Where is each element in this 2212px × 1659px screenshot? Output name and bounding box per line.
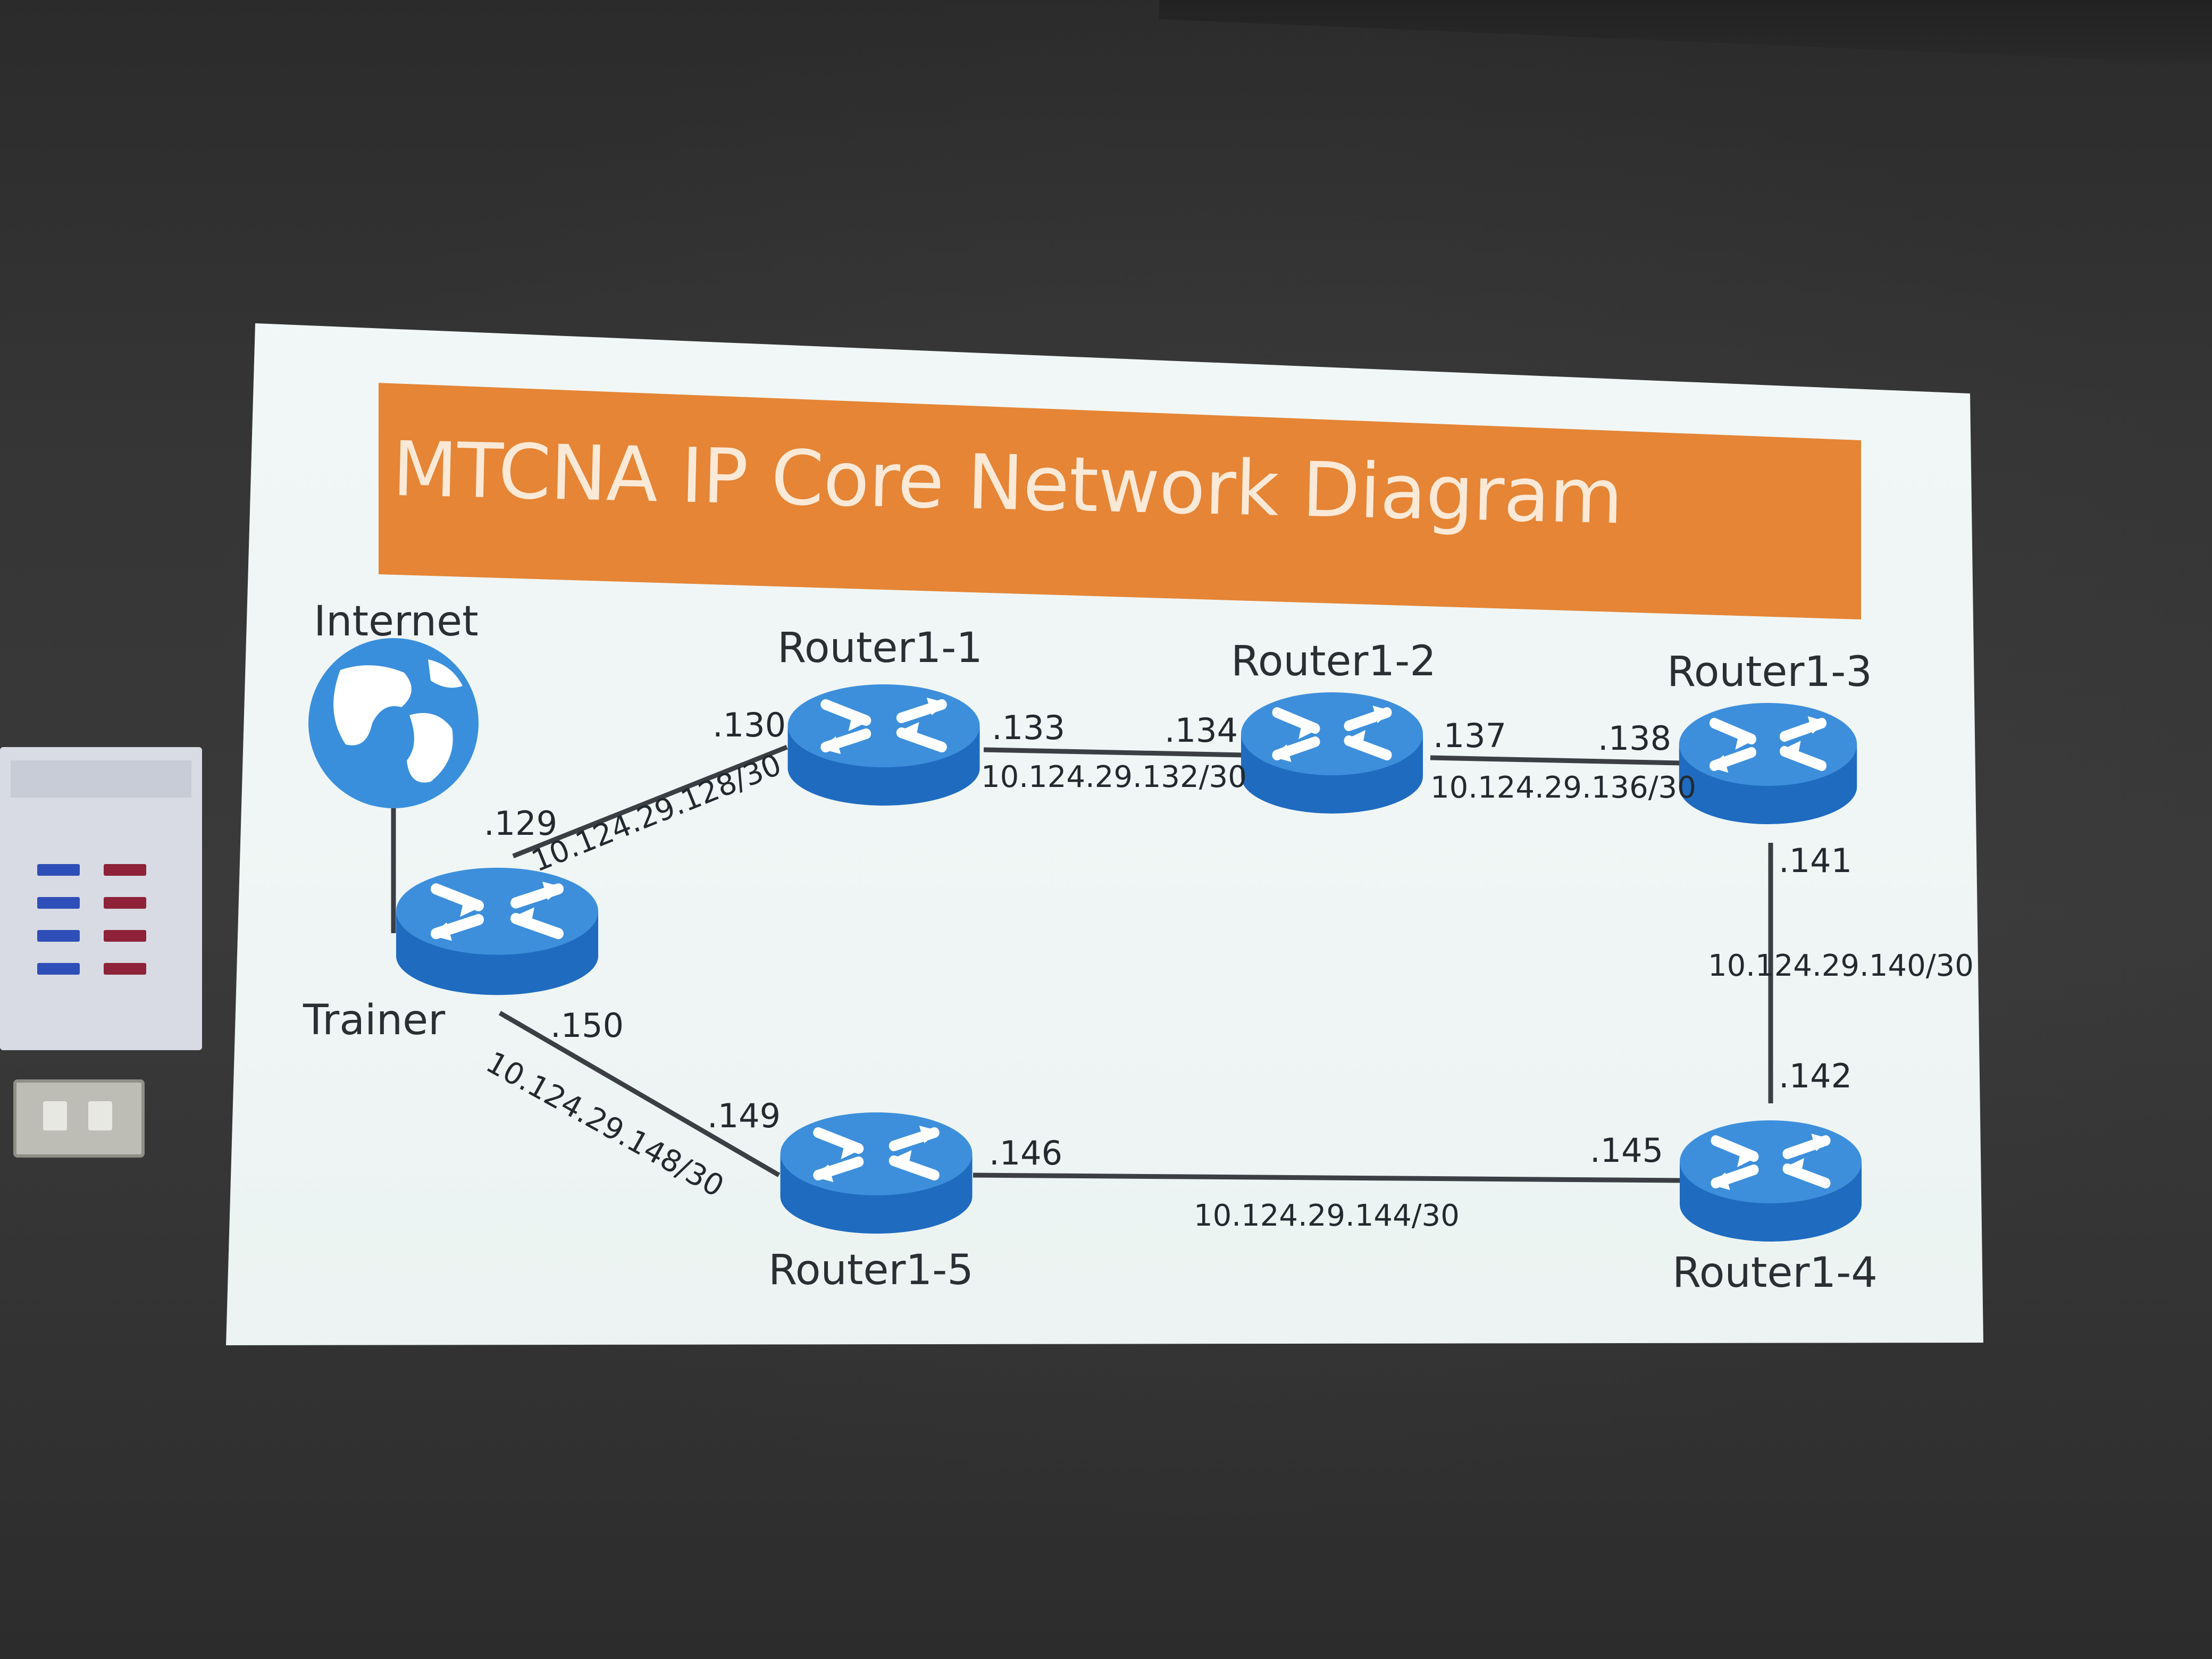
node-label-trainer: Trainer [303,996,446,1044]
subnet-label: 10.124.29.132/30 [981,760,1247,794]
node-label-router1-3: Router1-3 [1667,648,1872,696]
subnet-label: 10.124.29.136/30 [1430,770,1696,805]
link-trainer-router1-1 [512,744,788,859]
router-icon-router1-5 [781,1112,973,1234]
node-label-router1-1: Router1-1 [777,624,983,672]
poster-column-red [104,864,146,996]
poster-column-blue [37,864,80,996]
poster-mark [37,897,80,909]
router-icon-router1-2 [1241,692,1423,814]
ip-label: .137 [1433,716,1506,755]
poster-header [11,760,191,798]
node-label-router1-5: Router1-5 [768,1246,974,1294]
ip-label: .146 [989,1134,1062,1172]
subnet-label: 10.124.29.128/30 [527,747,786,879]
subnet-label: 10.124.29.140/30 [1708,949,1974,983]
poster-mark [104,897,146,909]
node-label-router1-4: Router1-4 [1672,1249,1878,1297]
link-router1-5-router1-4 [973,1172,1681,1183]
ip-label: .138 [1598,719,1671,758]
link-router1-2-router1-3 [1430,755,1681,766]
ip-label: .133 [992,708,1065,747]
poster-mark [104,864,146,876]
ip-label: .145 [1590,1131,1663,1170]
poster-mark [104,930,146,942]
ip-label: .134 [1164,711,1238,750]
wall-light-switch [13,1079,145,1158]
link-router1-1-router1-2 [983,747,1245,758]
router-icon-router1-3 [1679,703,1857,824]
ip-label: .142 [1779,1057,1852,1095]
switch-rocker [88,1101,112,1130]
poster-mark [104,963,146,975]
subnet-label: 10.124.29.144/30 [1194,1199,1460,1233]
poster-mark [37,930,80,942]
globe-icon [308,638,479,808]
router-icon-router1-4 [1680,1120,1862,1242]
link-trainer-router1-5 [498,1011,781,1177]
poster-mark [37,864,80,876]
ip-label: .150 [550,1006,624,1045]
poster-mark [37,963,80,975]
node-label-internet: Internet [314,598,479,646]
switch-rocker [43,1101,67,1130]
ip-label: .149 [707,1096,781,1135]
node-label-router1-2: Router1-2 [1231,638,1436,685]
ip-label: .129 [484,804,557,843]
wall-poster [0,747,202,1050]
ip-label: .130 [713,706,786,744]
router-icon-trainer [396,868,598,995]
ip-label: .141 [1779,841,1852,880]
router-icon-router1-1 [788,684,980,806]
